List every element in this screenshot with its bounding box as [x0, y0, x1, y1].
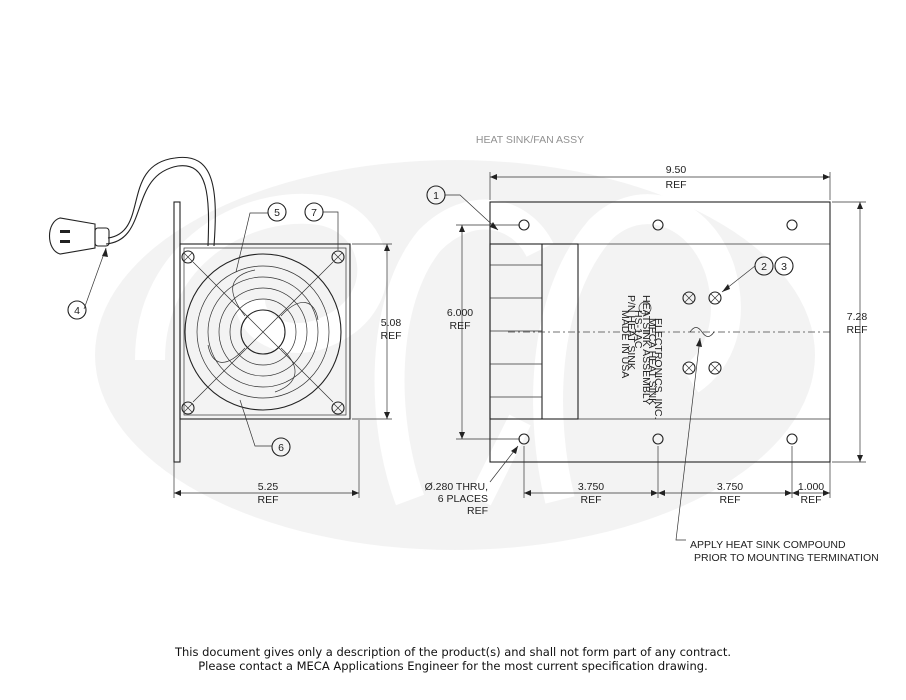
disclaimer-line-2: Please contact a MECA Applications Engin… [198, 659, 708, 673]
fan-width-dim: 5.25 [258, 481, 279, 493]
svg-text:MADE IN USA: MADE IN USA [619, 310, 631, 378]
svg-text:3: 3 [781, 261, 787, 273]
balloon-6: 6 [239, 399, 291, 457]
fan-frame [179, 243, 351, 420]
svg-text:Ø.280 THRU,: Ø.280 THRU, [425, 481, 488, 493]
svg-text:6: 6 [278, 442, 284, 454]
heat-sink-compound-note: APPLY HEAT SINK COMPOUND PRIOR TO MOUNTI… [675, 337, 879, 564]
disclaimer-line-1: This document gives only a description o… [174, 645, 732, 659]
hole-note: Ø.280 THRU, 6 PLACES REF [425, 445, 519, 517]
fan-guard-grill [184, 253, 342, 411]
svg-text:5: 5 [274, 207, 280, 219]
svg-text:MECA HEAT SINK: MECA HEAT SINK [646, 318, 658, 405]
svg-text:REF: REF [720, 494, 741, 506]
fan-blades [207, 269, 319, 393]
svg-text:HS-1AC: HS-1AC [632, 310, 644, 349]
svg-text:PRIOR TO MOUNTING TERMINATION: PRIOR TO MOUNTING TERMINATION [694, 552, 879, 564]
fan-dimensions: 5.08 REF 5.25 REF [173, 243, 402, 506]
fan-height-dim: 5.08 [381, 317, 402, 329]
svg-text:1: 1 [433, 190, 439, 202]
heat-sink-view: ELECTRONICS, INC. MECA HEAT SINK HEATSIN… [489, 201, 831, 463]
overall-height-dim: 7.28 [847, 311, 868, 323]
balloon-4: 4 [67, 247, 108, 320]
hole-span-dim-1: 3.750 [578, 481, 604, 493]
heat-sink-dimensions: 9.50 REF 7.28 REF 6.000 REF 3.750 REF 3.… [447, 164, 868, 506]
power-cable [107, 156, 216, 247]
svg-text:HEATSINK ASSEMBLY: HEATSINK ASSEMBLY [640, 295, 652, 405]
balloon-5: 5 [235, 202, 287, 273]
plug-strain-relief [94, 227, 110, 247]
fan-corner-screws [181, 250, 345, 415]
fan-view [48, 156, 351, 463]
svg-text:REF: REF [801, 494, 822, 506]
balloon-1: 1 [426, 185, 499, 231]
heat-sink-compound-mark [689, 327, 715, 337]
product-label: ELECTRONICS, INC. MECA HEAT SINK HEATSIN… [619, 295, 664, 420]
termination-screws [682, 291, 722, 375]
power-plug [48, 217, 96, 255]
overall-width-dim: 9.50 [666, 164, 687, 176]
svg-text:REF: REF [666, 179, 687, 191]
svg-text:REF: REF [381, 330, 402, 342]
svg-text:P/N HEAT SINK: P/N HEAT SINK [625, 295, 637, 370]
view-title-partial: HEAT SINK/FAN ASSY [476, 134, 584, 146]
svg-text:REF: REF [847, 324, 868, 336]
svg-text:REF: REF [258, 494, 279, 506]
svg-text:REF: REF [467, 505, 488, 517]
svg-text:REF: REF [450, 320, 471, 332]
hole-spacing-dim: 6.000 [447, 307, 473, 319]
balloon-2-3: 2 3 [721, 256, 794, 293]
meca-watermark-logo [95, 160, 815, 550]
svg-text:REF: REF [581, 494, 602, 506]
svg-text:2: 2 [761, 261, 767, 273]
svg-text:4: 4 [74, 305, 80, 317]
svg-text:APPLY HEAT SINK COMPOUND: APPLY HEAT SINK COMPOUND [690, 539, 846, 551]
heat-sink-fins [489, 243, 579, 420]
svg-text:ELECTRONICS, INC.: ELECTRONICS, INC. [652, 318, 664, 420]
edge-dim: 1.000 [798, 481, 824, 493]
svg-text:6 PLACES: 6 PLACES [438, 493, 488, 505]
hole-span-dim-2: 3.750 [717, 481, 743, 493]
balloon-7: 7 [304, 202, 339, 250]
svg-text:7: 7 [311, 207, 317, 219]
mounting-holes [518, 219, 798, 445]
